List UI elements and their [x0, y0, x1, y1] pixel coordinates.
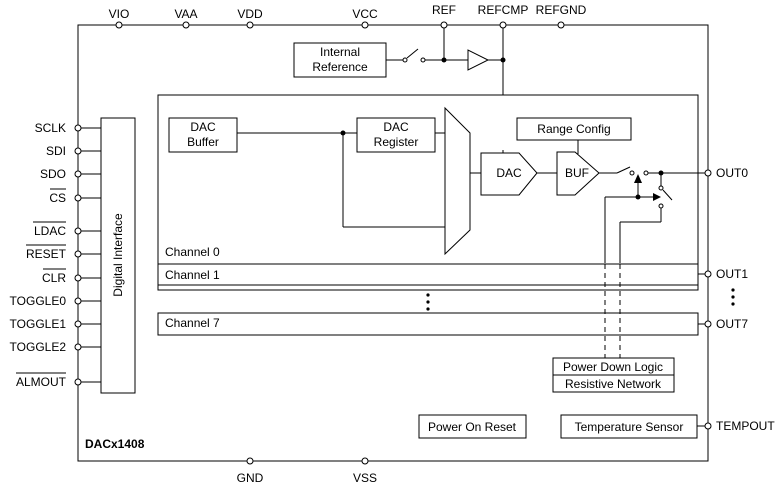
pin-tempout-label: TEMPOUT: [716, 419, 775, 433]
temperature-sensor-label: Temperature Sensor: [575, 420, 684, 434]
dac-core-block: [480, 152, 538, 196]
internal-reference-label-line2: Reference: [312, 60, 368, 74]
output-buffer-label: BUF: [565, 166, 589, 180]
channel-7-label: Channel 7: [165, 316, 220, 330]
pin-toggle1-label: TOGGLE1: [10, 317, 67, 331]
output-buffer-block: [556, 151, 600, 196]
top-pins: VIO VAA VDD VCC REF REFCMP REFGND: [109, 3, 587, 150]
pin-vss-label: VSS: [353, 471, 377, 485]
pin-toggle0-label: TOGGLE0: [10, 294, 67, 308]
pin-ldac-label: LDAC: [34, 224, 66, 238]
channel-1-label: Channel 1: [165, 268, 220, 282]
pin-vio-label: VIO: [109, 7, 130, 21]
dac-register-label-line2: Register: [374, 135, 419, 149]
pin-refcmp-terminal: [499, 21, 507, 29]
pin-toggle2-label: TOGGLE2: [10, 340, 67, 354]
pin-out1-label: OUT1: [716, 267, 748, 281]
refcmp-junction-dot: [500, 57, 506, 63]
digital-interface-label: Digital Interface: [111, 213, 125, 297]
dac-register-block: [356, 117, 436, 153]
left-pins: SCLK SDI SDO CS LDAC RESET CLR TOGGLE0 T…: [10, 121, 101, 389]
pin-vio-terminal: [115, 21, 123, 29]
dac-buffer-block: [168, 117, 238, 153]
pin-sclk-label: SCLK: [35, 121, 66, 135]
power-on-reset-label: Power On Reset: [428, 420, 517, 434]
dac-buffer-label-line2: Buffer: [187, 135, 219, 149]
pin-cs-label: CS: [49, 191, 66, 205]
pin-out7-label: OUT7: [716, 317, 748, 331]
pin-clr-label: CLR: [42, 271, 66, 285]
pin-vcc-terminal: [361, 21, 369, 29]
channel-ellipsis: [426, 293, 430, 311]
range-config-label: Range Config: [537, 122, 610, 136]
pin-refgnd-terminal: [557, 21, 565, 29]
pin-almout-label: ALMOUT: [16, 375, 67, 389]
dac-core-label: DAC: [496, 166, 522, 180]
range-config-block: [516, 117, 632, 141]
multiplexer-icon: [444, 106, 471, 256]
pin-vcc-label: VCC: [352, 7, 378, 21]
pin-sdo-label: SDO: [40, 167, 66, 181]
dac-buffer-label-line1: DAC: [190, 120, 216, 134]
output-switch-icon: [605, 166, 708, 223]
pin-refcmp-label: REFCMP: [478, 3, 529, 17]
pin-refgnd-label: REFGND: [536, 3, 587, 17]
pin-ref-label: REF: [432, 3, 456, 17]
pin-sdi-label: SDI: [46, 144, 66, 158]
channel-7-block: [157, 312, 699, 336]
digital-interface-block: [100, 117, 136, 394]
pin-vaa-terminal: [182, 21, 190, 29]
internal-reference-block: [293, 42, 387, 78]
pin-ref-terminal: [440, 21, 448, 29]
reference-buffer-icon: [467, 49, 490, 71]
power-down-logic-label: Power Down Logic: [563, 360, 663, 374]
pin-vdd-terminal: [246, 21, 254, 29]
channel-0-label: Channel 0: [165, 245, 220, 259]
pin-vaa-label: VAA: [174, 7, 197, 21]
right-pins: OUT0 OUT1 OUT7 TEMPOUT: [698, 166, 775, 433]
pin-reset-label: RESET: [26, 247, 67, 261]
pin-vdd-label: VDD: [237, 7, 263, 21]
output-ellipsis: [731, 288, 735, 306]
ref-junction-dot: [441, 57, 447, 63]
resistive-network-label: Resistive Network: [565, 377, 662, 391]
bottom-pins: GND VSS: [237, 457, 377, 485]
channel-1-block: [157, 263, 699, 286]
internal-reference-label-line1: Internal: [320, 45, 360, 59]
pin-out0-label: OUT0: [716, 166, 748, 180]
dac-register-label-line1: DAC: [383, 120, 409, 134]
device-name: DACx1408: [85, 437, 145, 451]
power-on-reset-block: [418, 414, 527, 439]
pin-gnd-label: GND: [237, 471, 264, 485]
